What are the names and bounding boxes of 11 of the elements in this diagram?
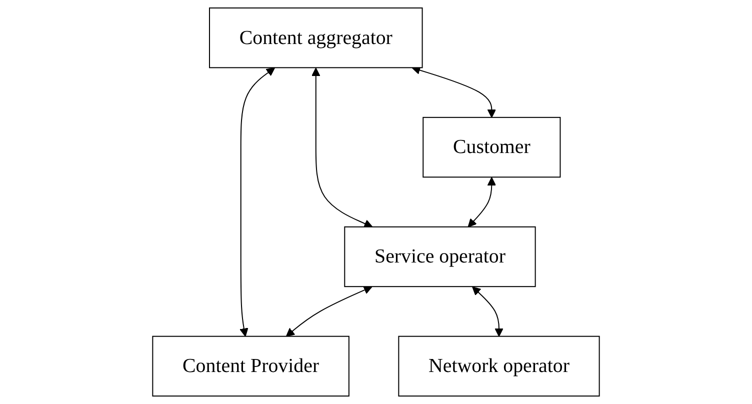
arrow xyxy=(240,68,276,337)
node-box: Customer xyxy=(422,116,561,178)
arrow xyxy=(468,177,496,228)
arrow xyxy=(412,66,496,118)
node-box: Content Provider xyxy=(152,336,350,397)
node-box: Service operator xyxy=(344,226,536,288)
node-box: Network operator xyxy=(398,336,600,397)
arrow xyxy=(312,68,373,228)
arrow xyxy=(286,286,372,337)
node-box: Content aggregator xyxy=(209,7,423,68)
arrow xyxy=(472,286,504,337)
